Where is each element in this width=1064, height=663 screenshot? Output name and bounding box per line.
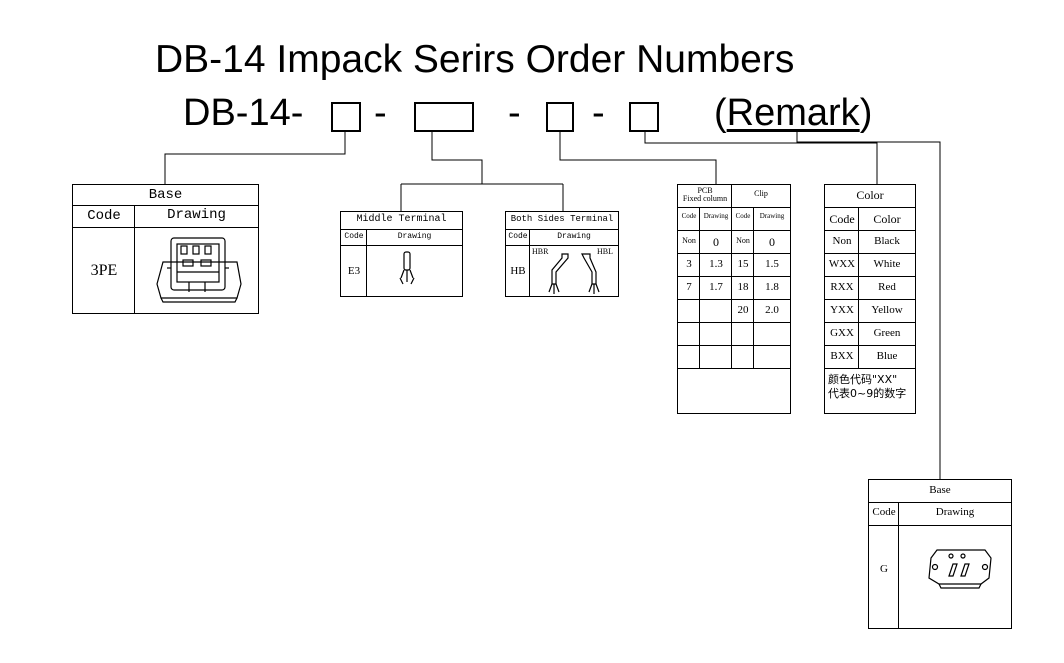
color-note-line2: 代表0~9的数字 [828, 387, 907, 400]
code-prefix: DB-14- [183, 92, 304, 134]
clip-r1-drawing: 0 [769, 235, 775, 249]
middle-table-header: Middle Terminal [356, 214, 447, 225]
separator-3: - [592, 92, 605, 134]
remark-col-drawing: Drawing [935, 506, 975, 518]
color-r1-name: Black [874, 235, 900, 247]
base-table-header: Base [148, 187, 183, 203]
both-table-header: Both Sides Terminal [510, 214, 614, 224]
color-r5-name: Green [873, 327, 901, 339]
pcb-r1-code: Non [682, 236, 696, 245]
slot-pcb-clip [546, 102, 574, 132]
base-col-code: Code [87, 208, 121, 224]
color-r4-code: YXX [830, 304, 854, 316]
both-sides-terminal-table: Both Sides Terminal Code Drawing HB HBR … [505, 211, 619, 297]
pcb-sub-code: Code [681, 212, 697, 220]
remark-col-code: Code [872, 506, 896, 518]
base-row-code: 3PE [90, 262, 118, 279]
connector-base [164, 132, 346, 184]
slot-color [629, 102, 659, 132]
pcb-header-line1: PCB [697, 186, 713, 195]
color-table-header: Color [856, 188, 884, 202]
remark-table-header: Base [929, 484, 951, 496]
color-r6-name: Blue [876, 350, 898, 362]
both-col-drawing: Drawing [557, 232, 591, 241]
clip-r3-drawing: 1.8 [765, 281, 779, 293]
connector-remark [796, 132, 941, 479]
pcb-sub-drawing: Drawing [703, 212, 729, 220]
remark-base-table: Base Code Drawing G [868, 479, 1012, 629]
color-col-color: Color [873, 212, 901, 226]
pcb-r2-code: 3 [686, 258, 692, 270]
middle-terminal-drawing [399, 251, 415, 285]
pcb-r3-drawing: 1.7 [709, 281, 723, 293]
color-r2-name: White [873, 258, 901, 270]
pcb-r3-code: 7 [686, 281, 692, 293]
connector-color [644, 132, 878, 184]
clip-r2-drawing: 1.5 [765, 258, 779, 270]
both-label-hbl: HBL [597, 247, 613, 256]
pcb-r2-drawing: 1.3 [709, 258, 723, 270]
pcb-header-line2: Fixed column [682, 194, 728, 203]
middle-row-code: E3 [347, 265, 361, 277]
color-r2-code: WXX [828, 258, 856, 270]
remark-row-code: G [880, 563, 888, 575]
clip-header: Clip [754, 189, 768, 198]
color-r6-code: BXX [830, 350, 854, 362]
clip-r2-code: 15 [737, 258, 749, 270]
base-table: Base Code Drawing 3PE [72, 184, 259, 314]
color-col-code: Code [829, 212, 855, 226]
color-r3-name: Red [878, 281, 896, 293]
clip-r4-drawing: 2.0 [765, 304, 779, 316]
color-r3-code: RXX [830, 281, 854, 293]
connector-terminal [431, 132, 483, 184]
color-r4-name: Yellow [871, 304, 903, 316]
color-table: Color Code Color Non Black WXX White RXX… [824, 184, 916, 414]
slot-terminal [414, 102, 474, 132]
base-3pe-drawing [156, 237, 242, 303]
pcb-clip-table: PCB Fixed column Clip Code Drawing Code … [677, 184, 791, 414]
separator-1: - [374, 92, 387, 134]
clip-sub-code: Code [735, 212, 751, 220]
both-label-hbr: HBR [532, 247, 549, 256]
color-r1-code: Non [832, 235, 852, 247]
base-col-drawing: Drawing [167, 207, 226, 223]
page-title: DB-14 Impack Serirs Order Numbers [155, 38, 795, 81]
clip-r3-code: 18 [737, 281, 749, 293]
middle-terminal-table: Middle Terminal Code Drawing E3 [340, 211, 463, 297]
clip-sub-drawing: Drawing [759, 212, 785, 220]
color-r5-code: GXX [830, 327, 854, 339]
both-row-code: HB [510, 265, 526, 277]
slot-base [331, 102, 361, 132]
pcb-r1-drawing: 0 [713, 235, 719, 249]
both-sides-terminal-drawing [548, 253, 600, 294]
clip-r1-code: Non [736, 236, 750, 245]
separator-2: - [508, 92, 521, 134]
middle-col-drawing: Drawing [397, 232, 432, 241]
remark-g-base-drawing [928, 549, 992, 589]
both-col-code: Code [508, 232, 528, 241]
remark-label: (Remark) [714, 92, 873, 134]
clip-r4-code: 20 [737, 304, 749, 316]
middle-col-code: Code [344, 232, 364, 241]
connector-pcb [559, 132, 717, 184]
color-note-line1: 颜色代码"XX" [828, 373, 898, 386]
